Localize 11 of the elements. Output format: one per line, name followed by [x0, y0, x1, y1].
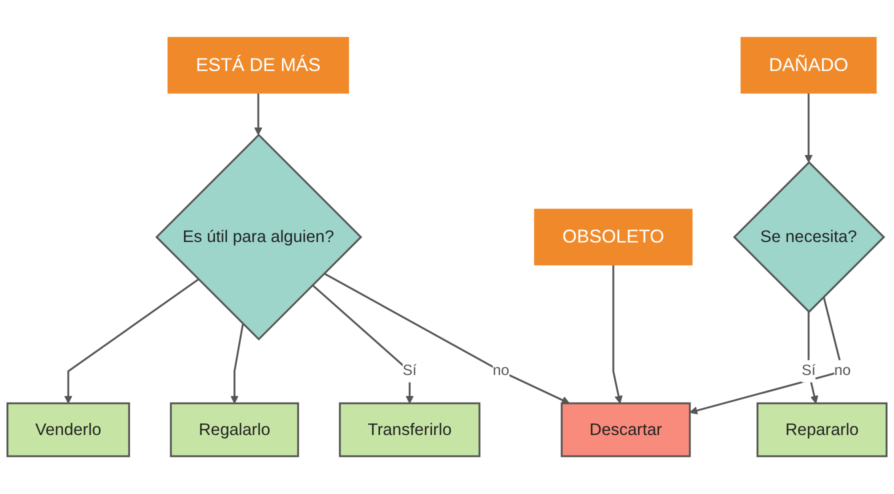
process-box: OBSOLETO [534, 208, 693, 266]
process-box: Regalarlo [170, 402, 300, 458]
process-box: Repararlo [756, 402, 888, 458]
process-box: Venderlo [6, 402, 130, 458]
decision-diamond: Se necesita? [733, 161, 886, 314]
process-box: DAÑADO [740, 37, 877, 94]
process-box: ESTÁ DE MÁS [168, 37, 350, 94]
process-box: Transferirlo [338, 402, 480, 458]
edge-label: Sí [802, 360, 816, 383]
process-box: Descartar [560, 402, 691, 458]
decision-diamond: Es útil para alguien? [155, 134, 362, 341]
